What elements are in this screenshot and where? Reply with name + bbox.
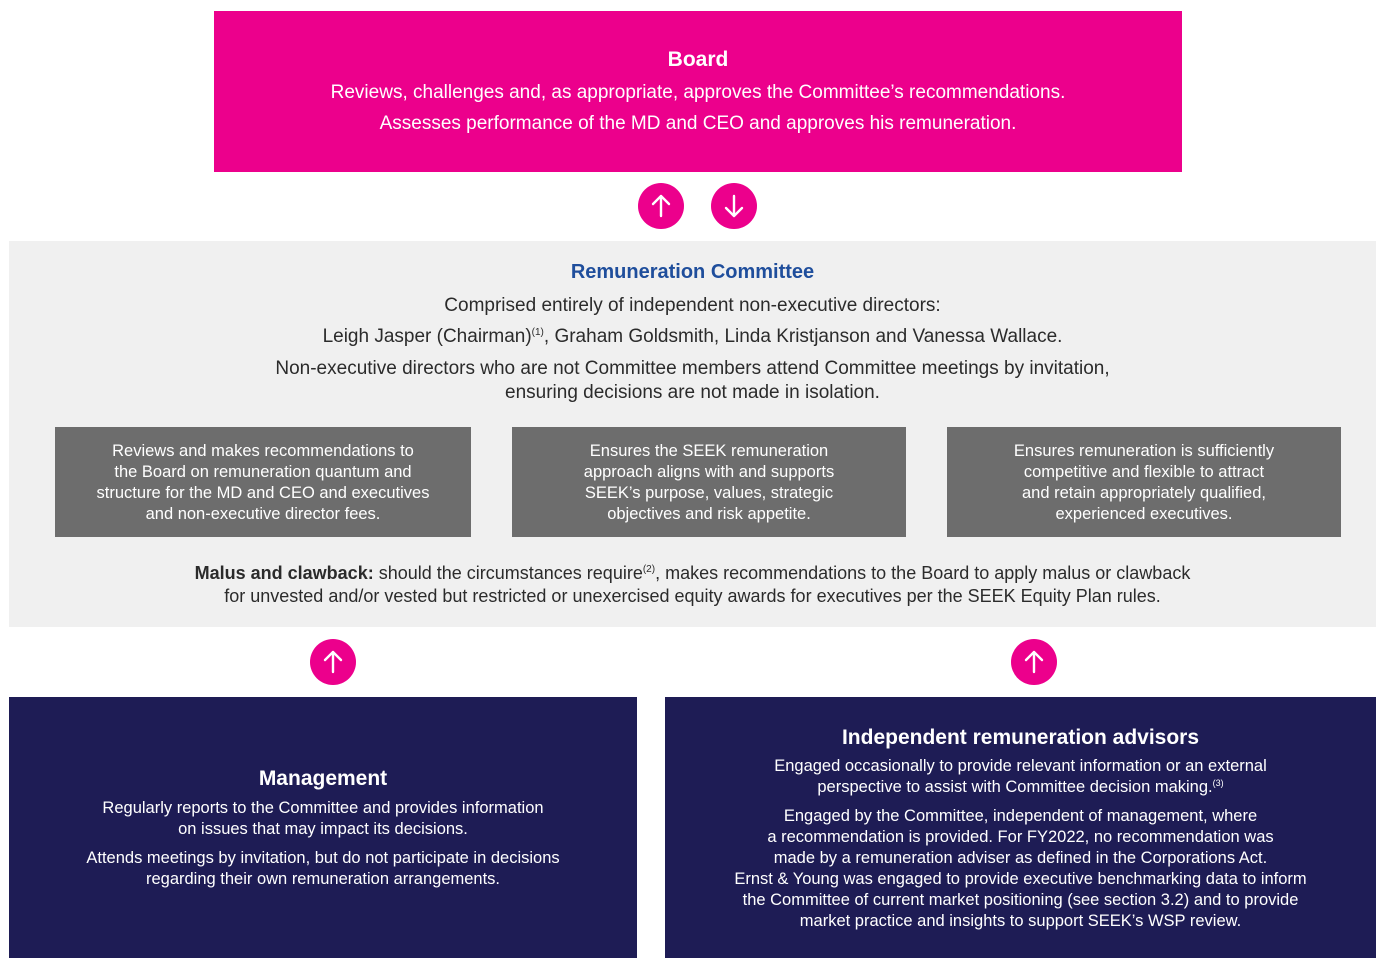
malus-line-2: for unvested and/or vested but restricte…: [224, 586, 1161, 606]
management-box: Management Regularly reports to the Comm…: [9, 697, 637, 958]
committee-line-2: Leigh Jasper (Chairman)(1), Graham Golds…: [9, 325, 1376, 349]
advisors-p2-line-5: the Committee of current market position…: [742, 891, 1299, 909]
advisors-box: Independent remuneration advisors Engage…: [665, 697, 1376, 958]
committee-members-chair: Leigh Jasper (Chairman): [322, 326, 532, 347]
board-title: Board: [667, 48, 729, 71]
advisors-p2-line-6: market practice and insights to support …: [799, 912, 1242, 930]
role-3-line-3: and retain appropriately qualified,: [1022, 484, 1266, 502]
arrow-down-icon: [711, 183, 757, 229]
role-2-line-1: Ensures the SEEK remuneration: [589, 442, 829, 460]
role-1-line-2: the Board on remuneration quantum and: [114, 463, 412, 481]
committee-title: Remuneration Committee: [570, 261, 815, 283]
management-title: Management: [258, 767, 388, 790]
footnote-ref-1: (1): [531, 327, 544, 338]
role-1-line-3: structure for the MD and CEO and executi…: [96, 484, 430, 502]
advisors-p2-line-4: Ernst & Young was engaged to provide exe…: [734, 870, 1307, 888]
role-2-line-4: objectives and risk appetite.: [607, 505, 811, 523]
advisors-p1a: Engaged occasionally to provide relevant…: [774, 757, 1267, 775]
advisors-p1b: perspective to assist with Committee dec…: [817, 778, 1213, 796]
advisors-p1b-line: perspective to assist with Committee dec…: [665, 777, 1376, 798]
board-line-1: Reviews, challenges and, as appropriate,…: [330, 82, 1066, 103]
role-box-competitiveness: Ensures remuneration is sufficiently com…: [947, 427, 1341, 537]
role-1-line-4: and non-executive director fees.: [145, 505, 381, 523]
footnote-ref-2: (2): [642, 564, 656, 575]
arrow-up-icon: [310, 639, 356, 685]
remuneration-committee-panel: Remuneration Committee Comprised entirel…: [9, 241, 1376, 627]
advisors-p2-line-2: a recommendation is provided. For FY2022…: [767, 828, 1274, 846]
malus-heading: Malus and clawback:: [194, 563, 374, 583]
arrow-up-icon: [638, 183, 684, 229]
management-p1a: Regularly reports to the Committee and p…: [102, 799, 544, 817]
management-p2a: Attends meetings by invitation, but do n…: [86, 849, 560, 867]
role-2-line-3: SEEK’s purpose, values, strategic: [584, 484, 834, 502]
arrow-up-icon: [1011, 639, 1057, 685]
role-3-line-4: experienced executives.: [1055, 505, 1233, 523]
role-3-line-1: Ensures remuneration is sufficiently: [1013, 442, 1275, 460]
advisors-title: Independent remuneration advisors: [841, 726, 1200, 749]
malus-text-2: , makes recommendations to the Board to …: [655, 563, 1191, 583]
committee-members-rest: , Graham Goldsmith, Linda Kristjanson an…: [543, 326, 1063, 347]
role-1-line-1: Reviews and makes recommendations to: [112, 442, 414, 460]
malus-line-1: Malus and clawback: should the circumsta…: [9, 562, 1376, 585]
footnote-ref-3: (3): [1212, 778, 1224, 788]
management-p1b: on issues that may impact its decisions.: [178, 820, 468, 838]
committee-line-3a: Non-executive directors who are not Comm…: [275, 358, 1110, 379]
malus-text-1: should the circumstances require: [373, 563, 643, 583]
advisors-p2-line-1: Engaged by the Committee, independent of…: [783, 807, 1258, 825]
committee-line-3b: ensuring decisions are not made in isola…: [505, 382, 880, 403]
committee-line-1: Comprised entirely of independent non-ex…: [444, 295, 941, 316]
role-2-line-2: approach aligns with and supports: [583, 463, 835, 481]
management-p2b: regarding their own remuneration arrange…: [145, 870, 501, 888]
advisors-p2-line-3: made by a remuneration adviser as define…: [773, 849, 1268, 867]
board-box: Board Reviews, challenges and, as approp…: [214, 11, 1182, 172]
role-3-line-2: competitive and flexible to attract: [1023, 463, 1265, 481]
role-box-alignment: Ensures the SEEK remuneration approach a…: [512, 427, 906, 537]
advisors-p2: Engaged by the Committee, independent of…: [665, 806, 1376, 932]
board-line-2: Assesses performance of the MD and CEO a…: [379, 113, 1017, 134]
role-box-recommendations: Reviews and makes recommendations to the…: [55, 427, 471, 537]
